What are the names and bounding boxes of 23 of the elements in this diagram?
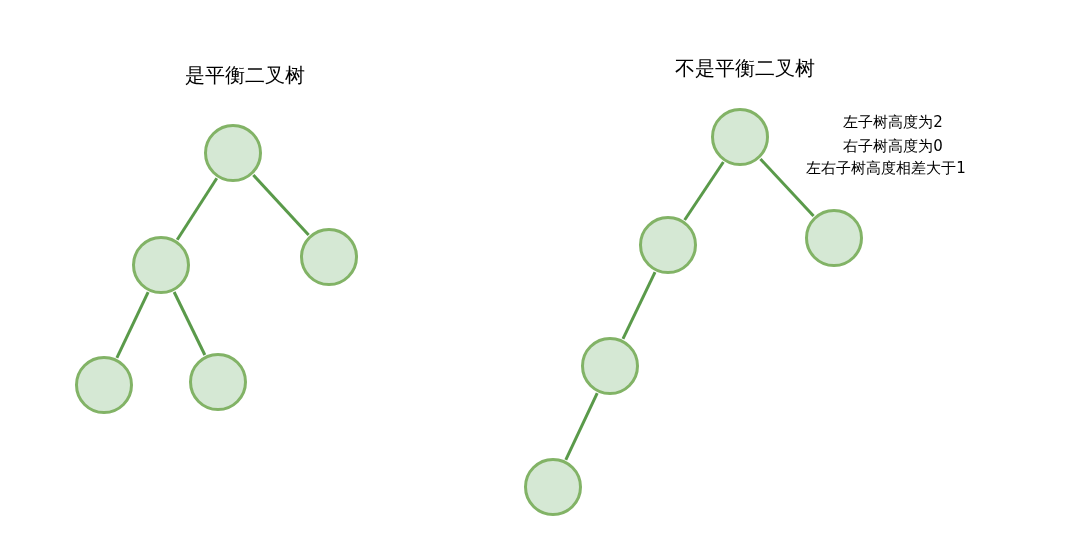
tree-node-circle — [711, 108, 769, 166]
connector-line — [172, 291, 207, 356]
tree-node-circle — [189, 353, 247, 411]
annotation-text: 右子树高度为0 — [843, 136, 943, 156]
tree-node-circle — [300, 228, 358, 286]
connector-line — [252, 174, 310, 236]
connector-line — [683, 161, 725, 221]
connector-line — [621, 271, 657, 340]
annotation-text: 左右子树高度相差大于1 — [806, 158, 966, 178]
annotation-text: 左子树高度为2 — [843, 112, 943, 132]
connector-line — [175, 177, 219, 241]
tree-node-circle — [75, 356, 133, 414]
tree-node-circle — [132, 236, 190, 294]
tree-node-circle — [524, 458, 582, 516]
connector-line — [564, 392, 599, 461]
tree-node-circle — [581, 337, 639, 395]
connector-line — [115, 291, 150, 359]
connector-line — [759, 157, 815, 218]
tree-title: 是平衡二叉树 — [185, 61, 305, 89]
tree-node-circle — [639, 216, 697, 274]
tree-node-circle — [805, 209, 863, 267]
tree-title: 不是平衡二叉树 — [675, 54, 815, 82]
tree-node-circle — [204, 124, 262, 182]
